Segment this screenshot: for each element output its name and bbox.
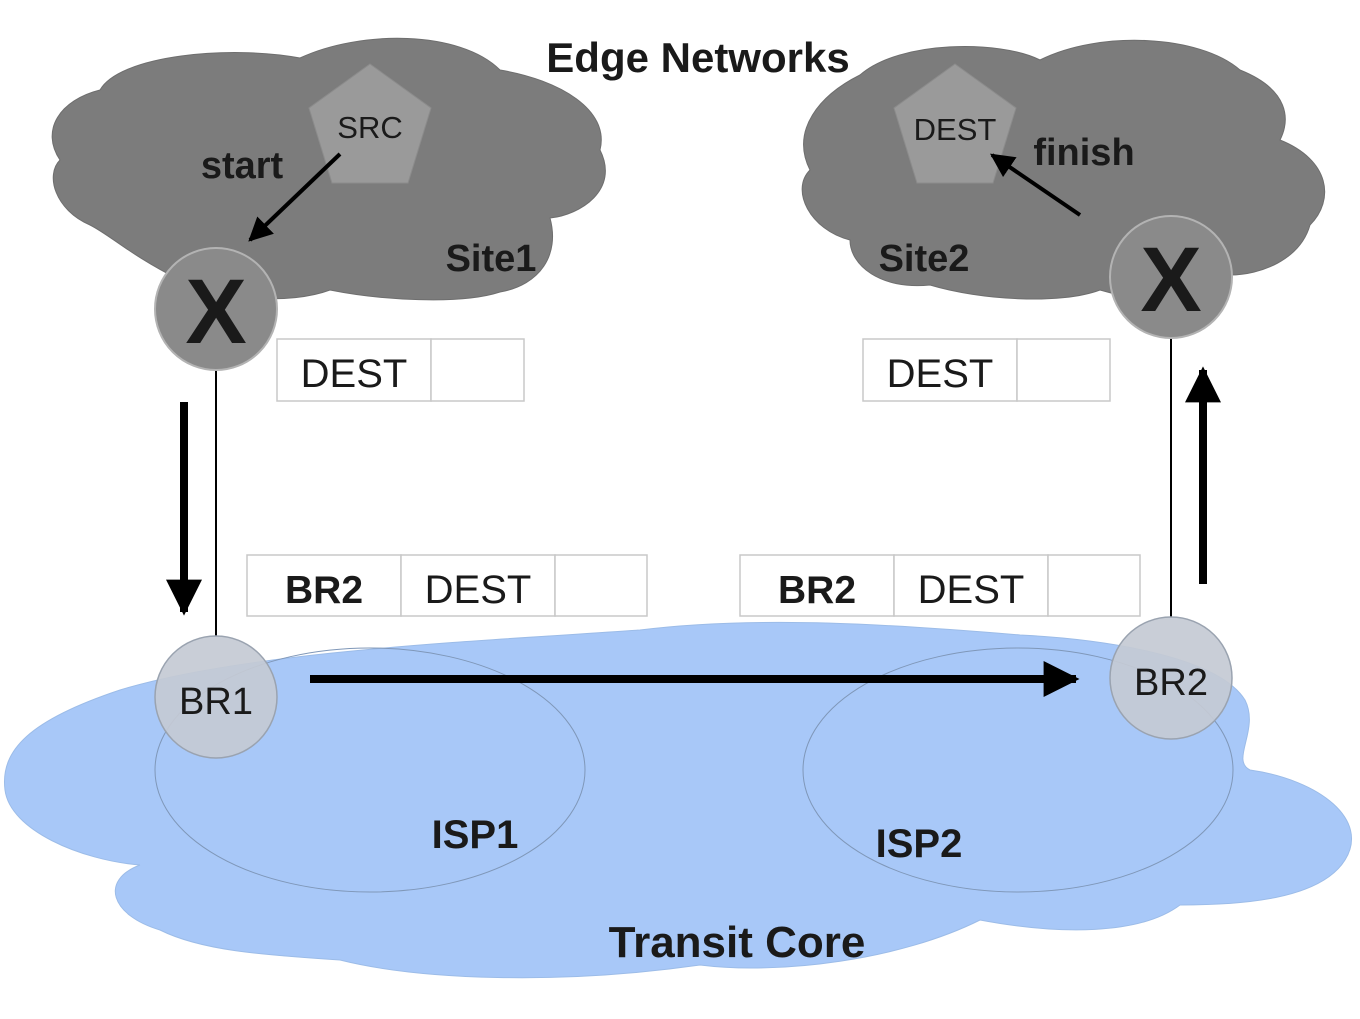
start-label: start [201, 145, 284, 187]
isp1-label: ISP1 [432, 813, 519, 857]
br1-label: BR1 [179, 681, 253, 723]
outer-packet-left: BR2 DEST [246, 554, 648, 617]
inner-packet-right: DEST [862, 338, 1111, 402]
finish-arrow [990, 153, 1082, 217]
start-arrow [248, 152, 342, 242]
inner-packet-left: DEST [276, 338, 525, 402]
outer-packet-right: BR2 DEST [739, 554, 1141, 617]
isp2-region [802, 647, 1234, 893]
br1-router [154, 635, 278, 759]
outer-right-br2: BR2 [778, 569, 856, 612]
br2-router [1109, 616, 1233, 740]
outer-right-dest: DEST [918, 568, 1025, 612]
inner-left-dest: DEST [301, 352, 408, 396]
diagram-title: Edge Networks [546, 34, 849, 81]
dest-host-label: DEST [914, 112, 997, 147]
transit-core-cloud [3, 621, 1352, 979]
xtr2-label: X [1140, 229, 1201, 331]
outer-left-dest: DEST [425, 568, 532, 612]
outer-left-br2: BR2 [285, 569, 363, 612]
isp1-region [154, 647, 586, 893]
finish-label: finish [1033, 132, 1134, 174]
site2-label: Site2 [879, 238, 970, 280]
src-host-label: SRC [337, 110, 402, 145]
src-host-pentagon [308, 63, 432, 184]
dest-host-pentagon [893, 63, 1017, 184]
xtr2-node [1109, 215, 1233, 339]
transit-core-label: Transit Core [609, 918, 866, 967]
inner-right-dest: DEST [887, 352, 994, 396]
br2-label: BR2 [1134, 662, 1208, 704]
xtr1-label: X [185, 261, 246, 363]
site1-label: Site1 [446, 238, 537, 280]
isp2-label: ISP2 [876, 822, 963, 866]
xtr1-node [154, 247, 278, 371]
